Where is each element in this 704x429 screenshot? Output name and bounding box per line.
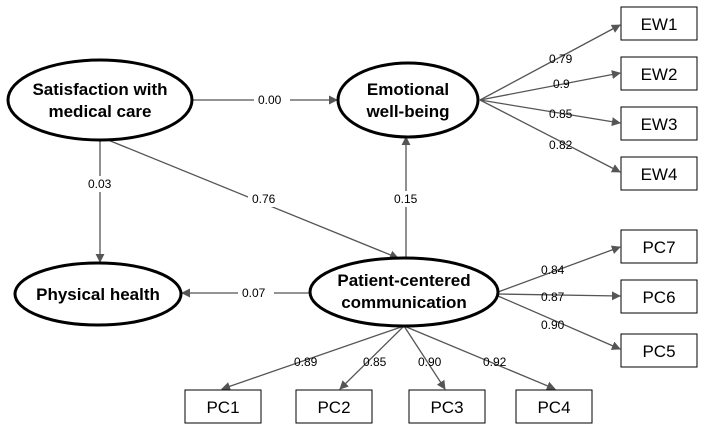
latent-emotional: Emotional well-being — [336, 61, 480, 139]
coef-pcc-to-phys: 0.07 — [242, 286, 266, 300]
coef-sat-to-emo: 0.00 — [258, 93, 282, 107]
indicator-pc1-label: PC1 — [206, 398, 239, 417]
latent-satisfaction-line2: medical care — [48, 102, 151, 121]
loading-pc1: 0.89 — [294, 355, 318, 369]
indicator-pc3-label: PC3 — [430, 398, 463, 417]
latent-physical: Physical health — [13, 261, 183, 327]
indicator-pc5-label: PC5 — [642, 342, 675, 361]
edge-pcc-to-pc4 — [403, 325, 556, 391]
edge-emo-to-ew2 — [479, 70, 621, 101]
indicator-pc3: PC3 — [408, 389, 486, 424]
loading-pc5: 0.90 — [541, 318, 565, 332]
edge-pcc-to-pc7 — [497, 245, 621, 293]
latent-pcc-line1: Patient-centered — [337, 271, 470, 290]
loading-pc6: 0.87 — [541, 290, 565, 304]
indicator-ew2: EW2 — [620, 56, 698, 91]
indicator-pc4: PC4 — [515, 389, 593, 424]
edge-pcc-to-pc5 — [497, 295, 621, 350]
loading-pc2: 0.85 — [363, 355, 387, 369]
coef-sat-to-phys: 0.03 — [88, 177, 112, 191]
loading-pc4: 0.92 — [483, 355, 507, 369]
latent-physical-label: Physical health — [36, 285, 160, 304]
indicator-ew2-label: EW2 — [641, 65, 678, 84]
loading-coefficients: 0.79 0.9 0.85 0.82 0.84 0.87 0.90 0.89 0… — [294, 52, 573, 369]
indicator-ew3: EW3 — [620, 106, 698, 141]
indicator-pc5: PC5 — [620, 333, 698, 368]
indicator-pc6: PC6 — [620, 279, 698, 314]
loading-ew3: 0.85 — [549, 107, 573, 121]
indicator-ew3-label: EW3 — [641, 115, 678, 134]
latent-pcc-line2: communication — [341, 293, 467, 312]
coef-pcc-to-emo: 0.15 — [394, 192, 418, 206]
path-coefficients: 0.00 0.03 0.76 0.15 0.07 — [84, 92, 424, 301]
latent-satisfaction: Satisfaction with medical care — [6, 58, 194, 142]
indicator-ew4: EW4 — [620, 156, 698, 191]
indicator-pc4-label: PC4 — [537, 398, 570, 417]
latent-emotional-line2: well-being — [365, 102, 449, 121]
latent-emotional-line1: Emotional — [367, 80, 449, 99]
coef-sat-to-pcc: 0.76 — [252, 192, 276, 206]
latent-satisfaction-line1: Satisfaction with — [32, 80, 167, 99]
indicator-ew1: EW1 — [620, 6, 698, 41]
loading-ew2: 0.9 — [553, 77, 570, 91]
edge-emo-to-ew1 — [479, 24, 621, 101]
indicator-pc1: PC1 — [184, 389, 262, 424]
indicator-pc2-label: PC2 — [317, 398, 350, 417]
indicator-ew1-label: EW1 — [641, 15, 678, 34]
loading-ew4: 0.82 — [549, 138, 573, 152]
indicator-pc7-label: PC7 — [642, 238, 675, 257]
edge-emo-to-ew4 — [479, 99, 621, 173]
edge-emo-to-ew3 — [479, 99, 621, 127]
edge-pcc-to-pc2 — [339, 325, 405, 390]
latent-pcc: Patient-centered communication — [308, 256, 500, 328]
indicator-pc6-label: PC6 — [642, 288, 675, 307]
edge-pcc-to-pc1 — [221, 325, 405, 391]
edge-pcc-to-pc3 — [403, 325, 446, 390]
loading-pc7: 0.84 — [541, 263, 565, 277]
edge-pcc-to-pc6 — [497, 291, 621, 301]
indicator-pc7: PC7 — [620, 229, 698, 264]
loading-pc3: 0.90 — [418, 355, 442, 369]
indicator-ew4-label: EW4 — [641, 165, 678, 184]
indicator-pc2: PC2 — [295, 389, 373, 424]
loading-ew1: 0.79 — [549, 52, 573, 66]
